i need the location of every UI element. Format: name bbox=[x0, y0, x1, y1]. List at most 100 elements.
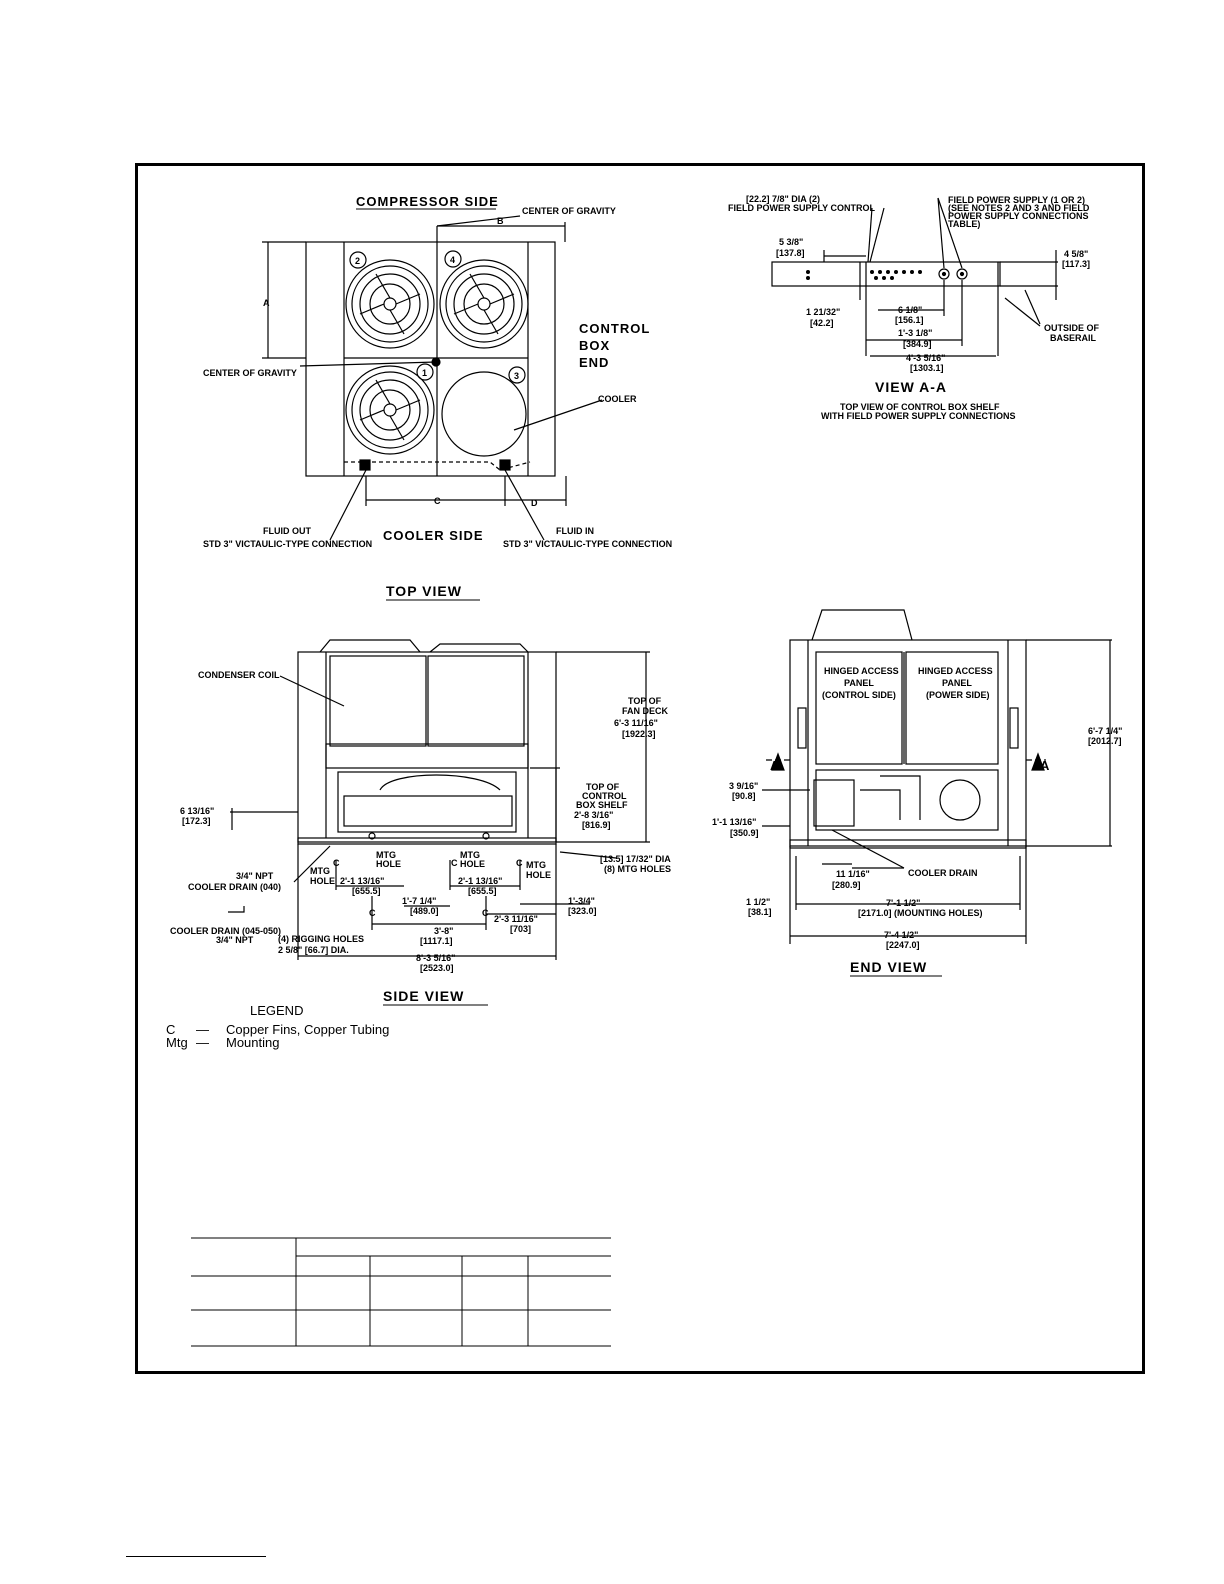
mtg-hole-d-2: HOLE bbox=[526, 870, 551, 880]
cooler-opening bbox=[441, 371, 527, 457]
fps-line-4: TABLE) bbox=[948, 219, 980, 229]
panel-right-1: HINGED ACCESS bbox=[918, 666, 993, 676]
panel-right-3: (POWER SIDE) bbox=[926, 690, 990, 700]
section-a-right: A bbox=[1040, 758, 1050, 773]
mtg-hole-c-2: HOLE bbox=[460, 859, 485, 869]
dim-156-1: [156.1] bbox=[895, 315, 924, 325]
dim-1-1-2: 1 1/2" bbox=[746, 897, 770, 907]
fluid-out-connection: STD 3" VICTAULIC-TYPE CONNECTION bbox=[203, 539, 372, 549]
dim-2-3-11-16: 2'-3 11/16" bbox=[494, 914, 538, 924]
dim-4-3-5-16: 4'-3 5/16" bbox=[906, 353, 945, 363]
dim-4-5-8: 4 5/8" bbox=[1064, 249, 1088, 259]
mtg-hole-a-1: MTG bbox=[310, 866, 330, 876]
fan-number-2: 2 bbox=[355, 256, 360, 266]
panel-right-2: PANEL bbox=[942, 678, 972, 688]
end-view-outline bbox=[789, 639, 1027, 847]
panel-left-2: PANEL bbox=[844, 678, 874, 688]
view-aa-subtitle-2: WITH FIELD POWER SUPPLY CONNECTIONS bbox=[821, 411, 1016, 421]
mtg-hole-a-2: HOLE bbox=[310, 876, 335, 886]
mtg-hole-b-2: HOLE bbox=[376, 859, 401, 869]
end-view-title: END VIEW bbox=[850, 959, 927, 975]
fluid-out-label: FLUID OUT bbox=[263, 526, 311, 536]
condenser-coil-label: CONDENSER COIL bbox=[198, 670, 280, 680]
top-fan-deck-1: TOP OF bbox=[628, 696, 662, 706]
dim-703: [703] bbox=[510, 924, 531, 934]
dim-7-4-1-2: 7'-4 1/2" bbox=[884, 930, 918, 940]
legend-text-c: Copper Fins, Copper Tubing bbox=[226, 1022, 390, 1037]
side-view-outline bbox=[297, 651, 557, 843]
c-mark-1: C bbox=[333, 858, 340, 868]
dim-350-9: [350.9] bbox=[730, 828, 759, 838]
drain-040-2: COOLER DRAIN (040) bbox=[188, 882, 281, 892]
empty-table bbox=[191, 1237, 611, 1347]
dim-2247: [2247.0] bbox=[886, 940, 920, 950]
legend-abbr-c: C bbox=[166, 1022, 176, 1037]
fan-1-icon bbox=[345, 365, 435, 455]
view-aa-title: VIEW A-A bbox=[875, 379, 947, 395]
dim-d: D bbox=[531, 498, 538, 508]
side-view bbox=[228, 639, 650, 960]
dim-1117-1: [1117.1] bbox=[420, 936, 453, 946]
control-box-end-1: CONTROL bbox=[579, 321, 650, 336]
dim-1303-1: [1303.1] bbox=[910, 363, 944, 373]
fan-number-4: 4 bbox=[450, 255, 455, 265]
control-dia-1: [22.2] 7/8" DIA (2) bbox=[746, 194, 820, 204]
dim-42-2: [42.2] bbox=[810, 318, 834, 328]
legend-title: LEGEND bbox=[250, 1003, 304, 1018]
legend-item-mtg: Mtg—Mounting bbox=[166, 1035, 279, 1050]
fluid-in-label: FLUID IN bbox=[556, 526, 594, 536]
dim-384-9: [384.9] bbox=[903, 339, 932, 349]
legend-text-mtg: Mounting bbox=[226, 1035, 280, 1050]
top-control-5: [816.9] bbox=[582, 820, 611, 830]
legend-item-c: C—Copper Fins, Copper Tubing bbox=[166, 1022, 389, 1037]
dim-2171: [2171.0] (MOUNTING HOLES) bbox=[858, 908, 983, 918]
top-view bbox=[262, 215, 603, 541]
panel-left-1: HINGED ACCESS bbox=[824, 666, 899, 676]
dim-2-1-13-16-b: 2'-1 13/16" bbox=[458, 876, 502, 886]
dim-655-5-b: [655.5] bbox=[468, 886, 497, 896]
c-mark-4: C bbox=[369, 908, 376, 918]
control-box-end-2: BOX bbox=[579, 338, 610, 353]
top-view-outline bbox=[305, 241, 556, 477]
fan-number-1: 1 bbox=[422, 368, 427, 378]
dim-6-7-1-4: 6'-7 1/4" bbox=[1088, 726, 1122, 736]
baserail: BASERAIL bbox=[1050, 333, 1097, 343]
c-mark-5: C bbox=[482, 908, 489, 918]
dim-3-9-16: 3 9/16" bbox=[729, 781, 758, 791]
control-box-end-3: END bbox=[579, 355, 609, 370]
dim-1-21-32: 1 21/32" bbox=[806, 307, 840, 317]
legend-dash-mtg: — bbox=[196, 1035, 209, 1050]
side-view-title: SIDE VIEW bbox=[383, 988, 464, 1004]
fps-line-1: FIELD POWER SUPPLY (1 OR 2) bbox=[948, 195, 1085, 205]
section-a-left: A bbox=[770, 758, 780, 773]
dim-1-7-1-4: 1'-7 1/4" bbox=[402, 896, 436, 906]
dim-2-1-13-16-a: 2'-1 13/16" bbox=[340, 876, 384, 886]
rigging-holes-2: 2 5/8" [66.7] DIA. bbox=[278, 945, 349, 955]
dim-172-3: [172.3] bbox=[182, 816, 211, 826]
top-control-3: BOX SHELF bbox=[576, 800, 628, 810]
c-mark-2: C bbox=[451, 858, 458, 868]
fps-line-2: (SEE NOTES 2 AND 3 AND FIELD bbox=[948, 203, 1090, 213]
dim-3-8: 3'-8" bbox=[434, 926, 453, 936]
drain-040-1: 3/4" NPT bbox=[236, 871, 274, 881]
control-dia-2: FIELD POWER SUPPLY CONTROL bbox=[728, 203, 876, 213]
drawing-frame bbox=[135, 163, 1145, 1374]
center-of-gravity-left: CENTER OF GRAVITY bbox=[203, 368, 297, 378]
mtg-holes-2: (8) MTG HOLES bbox=[604, 864, 671, 874]
dim-6-13-16: 6 13/16" bbox=[180, 806, 214, 816]
cooler-label: COOLER bbox=[598, 394, 637, 404]
dim-489-0: [489.0] bbox=[410, 906, 439, 916]
panel-left-3: (CONTROL SIDE) bbox=[822, 690, 896, 700]
dim-b: B bbox=[497, 216, 504, 226]
dim-655-5-a: [655.5] bbox=[352, 886, 381, 896]
cooler-drain-label: COOLER DRAIN bbox=[908, 868, 978, 878]
dim-6-1-8: 6 1/8" bbox=[898, 305, 922, 315]
fan-number-3: 3 bbox=[514, 371, 519, 381]
dim-11-1-16: 11 1/16" bbox=[836, 869, 870, 879]
cooler-side-label: COOLER SIDE bbox=[383, 528, 484, 543]
dim-1-1-13-16: 1'-1 13/16" bbox=[712, 817, 756, 827]
top-fan-deck-3: 6'-3 11/16" bbox=[614, 718, 658, 728]
dim-1-3-1-8: 1'-3 1/8" bbox=[898, 328, 932, 338]
dim-5-3-8: 5 3/8" bbox=[779, 237, 803, 247]
fps-line-3: POWER SUPPLY CONNECTIONS bbox=[948, 211, 1089, 221]
